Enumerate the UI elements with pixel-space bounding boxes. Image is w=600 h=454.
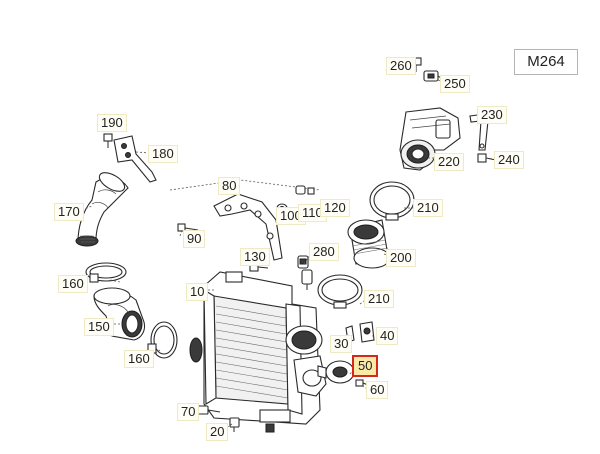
callout-250[interactable]: 250 [440, 75, 470, 93]
callout-10[interactable]: 10 [186, 283, 209, 301]
clamp-160-upper [85, 262, 127, 283]
callout-30[interactable]: 30 [330, 335, 353, 353]
callout-160-lower[interactable]: 160 [124, 350, 154, 368]
hose-150 [93, 287, 146, 341]
bracket-180 [113, 135, 157, 183]
bolt-20 [229, 417, 240, 432]
callout-150[interactable]: 150 [84, 318, 114, 336]
callout-50-highlighted[interactable]: 50 [352, 355, 379, 377]
callout-110[interactable]: 110 [298, 204, 327, 222]
callout-160-upper[interactable]: 160 [58, 275, 88, 293]
sensor-280 [297, 255, 313, 290]
support-bracket-80 [169, 179, 321, 261]
callout-200[interactable]: 200 [386, 249, 416, 267]
callout-20[interactable]: 20 [206, 423, 229, 441]
callout-70[interactable]: 70 [177, 403, 200, 421]
callout-280[interactable]: 280 [309, 243, 339, 261]
model-code-box: M264 [514, 49, 578, 75]
clamp-210-upper [369, 181, 415, 221]
intercooler-10 [189, 271, 327, 433]
callout-240[interactable]: 240 [494, 151, 524, 169]
bracket-40 [359, 321, 375, 343]
sensor-250 [423, 70, 445, 82]
callout-130[interactable]: 130 [240, 248, 270, 266]
bushing-110 [295, 185, 315, 195]
bolt-190 [103, 133, 113, 148]
callout-210-upper[interactable]: 210 [413, 199, 443, 217]
callout-80[interactable]: 80 [218, 177, 241, 195]
callout-220[interactable]: 220 [434, 153, 464, 171]
callout-260[interactable]: 260 [386, 57, 416, 75]
hose-170 [75, 172, 129, 247]
actuator-50 [317, 360, 355, 384]
callout-60[interactable]: 60 [366, 381, 389, 399]
throttle-housing-220 [399, 107, 461, 171]
callout-120[interactable]: 120 [320, 199, 350, 217]
pipe-200 [347, 219, 391, 269]
callout-170[interactable]: 170 [54, 203, 84, 221]
callout-180[interactable]: 180 [148, 145, 178, 163]
callout-40[interactable]: 40 [376, 327, 399, 345]
callout-90[interactable]: 90 [183, 230, 206, 248]
clamp-210-lower [317, 274, 363, 309]
callout-210-lower[interactable]: 210 [364, 290, 394, 308]
callout-190[interactable]: 190 [97, 114, 127, 132]
callout-230[interactable]: 230 [477, 106, 507, 124]
clamp-160-lower [147, 321, 178, 359]
